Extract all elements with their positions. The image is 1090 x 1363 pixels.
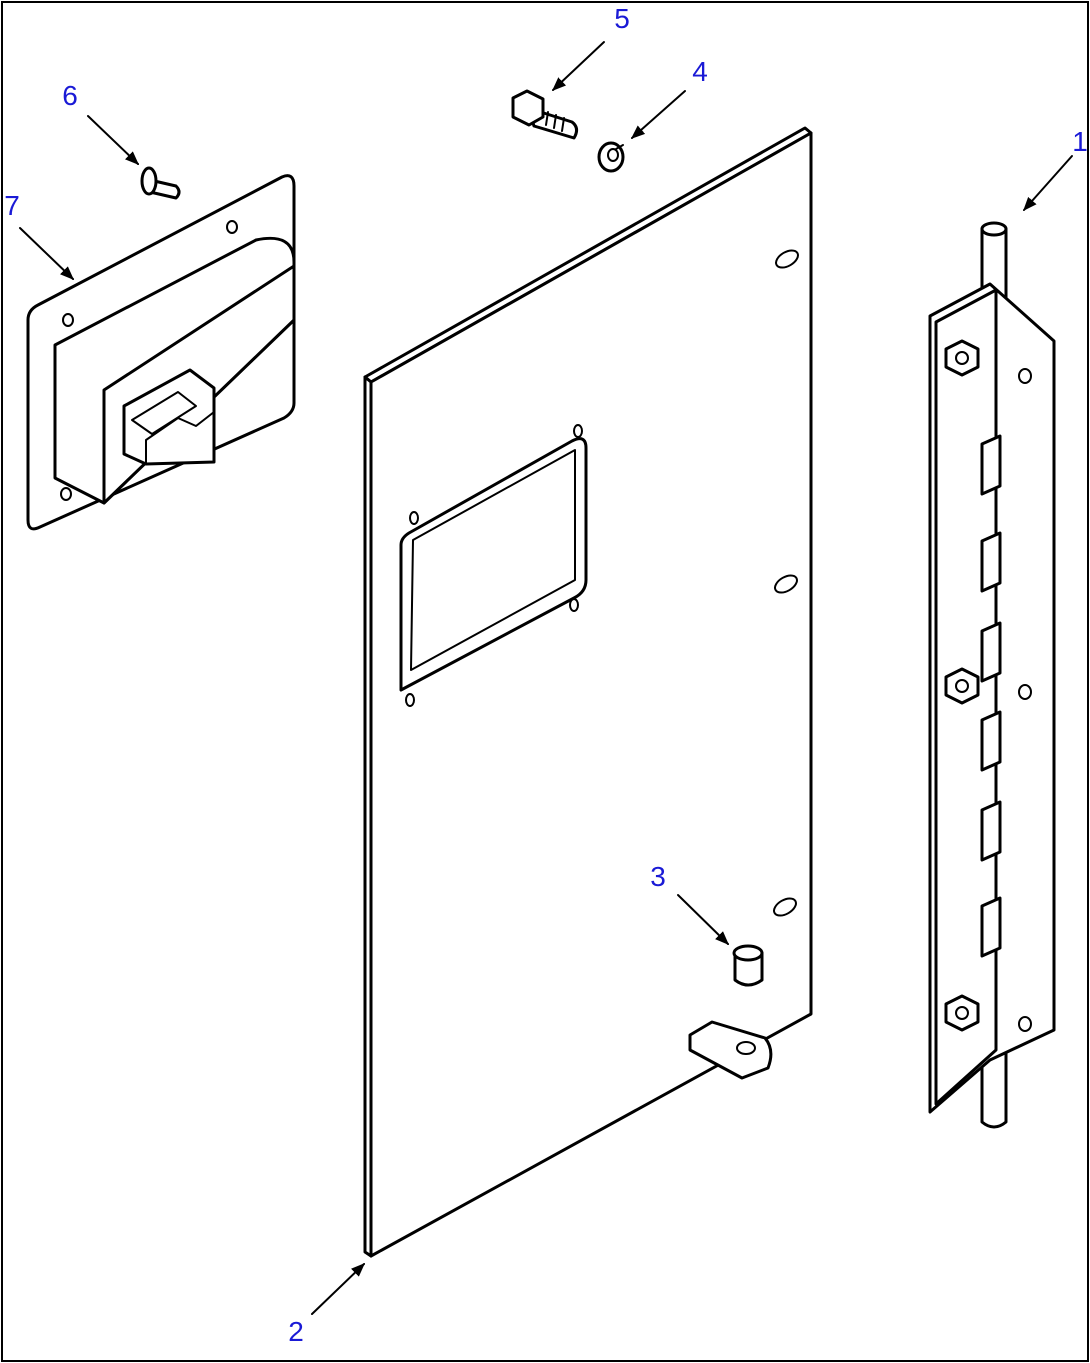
callout-7: 7 — [4, 190, 20, 221]
leader-arrow-6 — [87, 115, 140, 165]
leader-arrows — [19, 41, 1073, 1315]
bushing — [732, 944, 764, 987]
leader-arrow-2 — [311, 1263, 366, 1315]
bolt — [511, 89, 579, 140]
leader-arrow-7 — [19, 227, 75, 280]
callout-6: 6 — [62, 80, 78, 111]
leader-arrow-5 — [551, 41, 605, 91]
leader-arrow-3 — [677, 894, 729, 945]
callout-3: 3 — [650, 861, 666, 892]
callout-4: 4 — [692, 56, 708, 87]
latch-handle — [26, 174, 296, 531]
callout-5: 5 — [614, 3, 630, 34]
leader-arrow-1 — [1023, 155, 1073, 212]
screw — [140, 166, 181, 200]
callout-2: 2 — [288, 1316, 304, 1347]
lock-washer — [597, 141, 625, 173]
hinge — [928, 221, 1056, 1129]
door-panel — [363, 126, 813, 1258]
leader-arrow-4 — [630, 90, 686, 139]
callout-1: 1 — [1072, 126, 1088, 157]
